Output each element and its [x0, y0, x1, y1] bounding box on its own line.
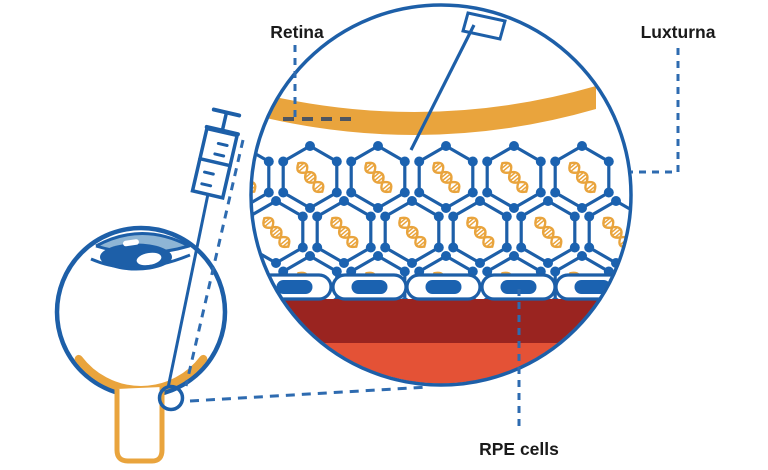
- connectors: [184, 45, 680, 428]
- magnifier-outline: [249, 3, 633, 387]
- luxturna-label: Luxturna: [641, 22, 716, 42]
- rpe-cell: [405, 273, 482, 301]
- eyeball: [54, 225, 228, 464]
- rpe-cell: [331, 273, 408, 301]
- rpe-cell-row: [256, 273, 630, 301]
- sclera-red-orange-band: [252, 343, 630, 384]
- syringe: [190, 107, 242, 200]
- graduation-marks: [200, 141, 229, 188]
- retina-label: Retina: [270, 22, 324, 42]
- injection-site-circle: [157, 384, 185, 412]
- needle: [166, 193, 210, 389]
- retina-band: [266, 86, 596, 135]
- zoom-guide-upper: [184, 139, 245, 387]
- injection-stream-line: [409, 24, 476, 151]
- luxturna-connector: [631, 48, 680, 174]
- plunger-seal: [198, 156, 232, 168]
- iris-highlight: [136, 252, 162, 266]
- lens-line: [90, 253, 191, 270]
- plunger-stem: [220, 110, 229, 131]
- magnified-view: [249, 3, 633, 387]
- needle-tip: [461, 11, 507, 41]
- iris-glint: [123, 239, 139, 247]
- optic-nerve: [114, 387, 165, 464]
- zoom-guide-lower: [189, 385, 429, 403]
- rpe-cell: [554, 273, 630, 301]
- choroid-dark-red-band: [252, 299, 630, 343]
- rpe-cells-label: RPE cells: [479, 439, 559, 459]
